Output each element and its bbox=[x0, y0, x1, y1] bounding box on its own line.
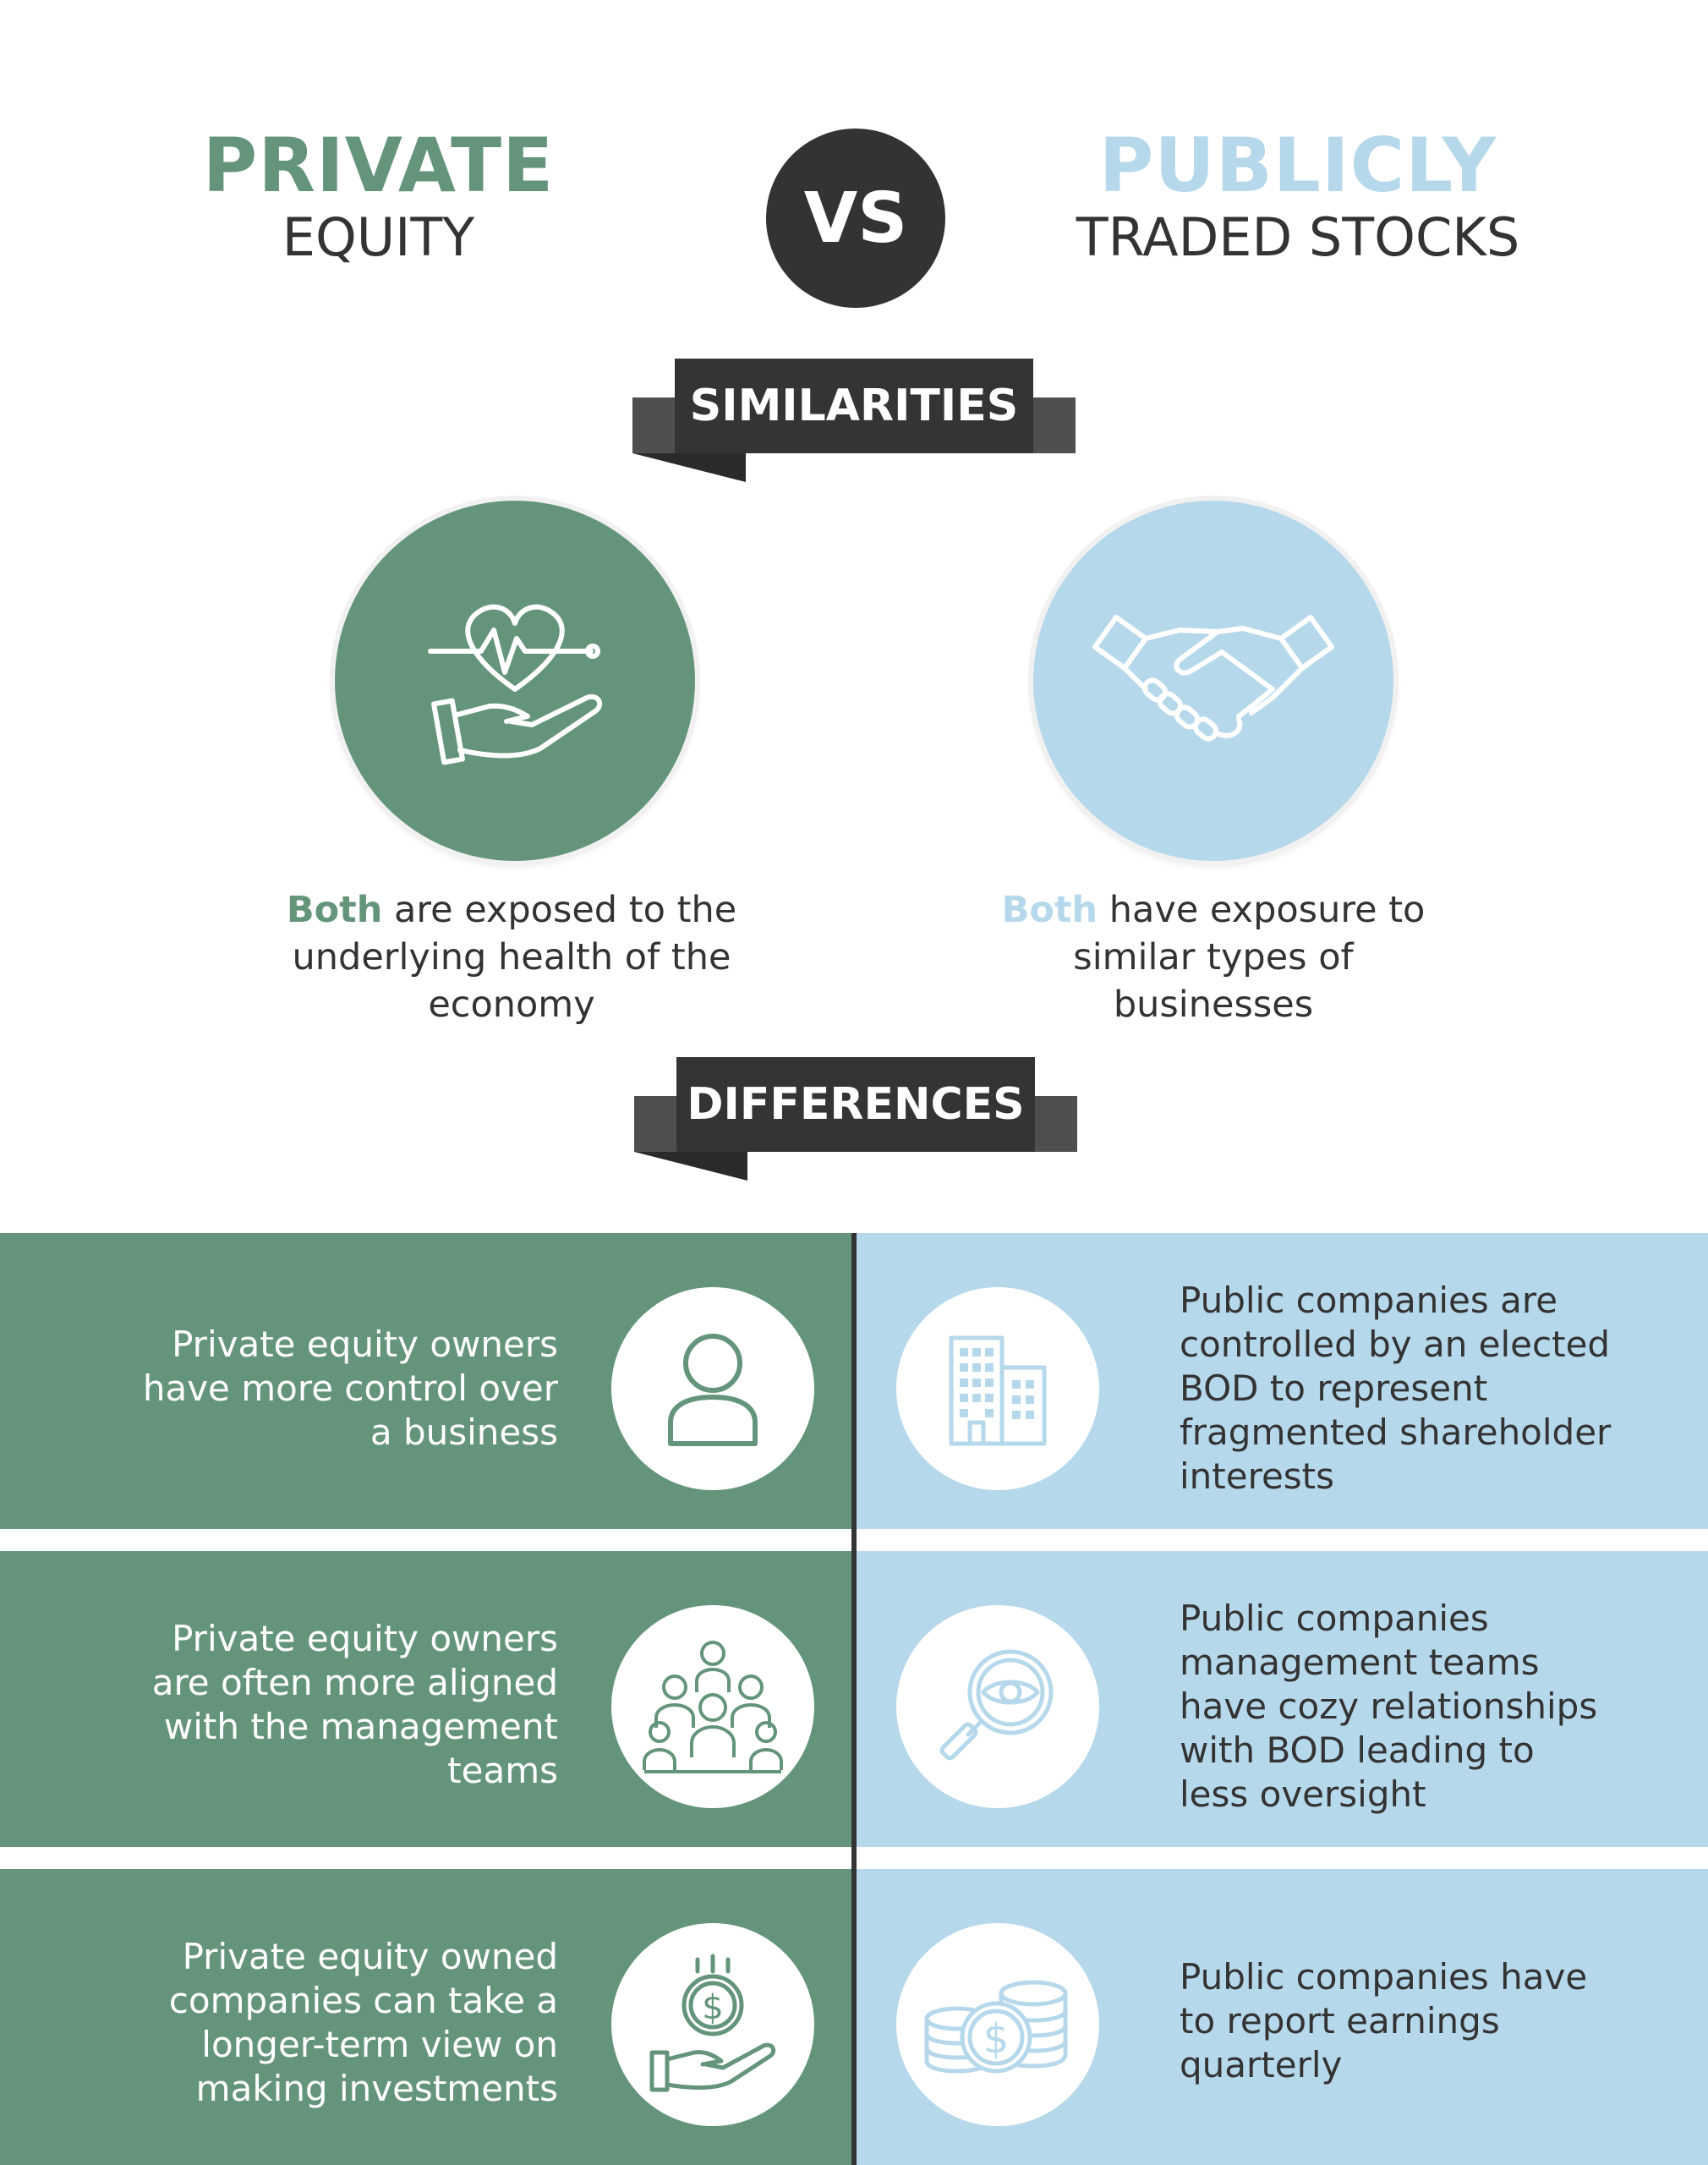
differences-banner: DIFFERENCES bbox=[634, 1057, 1077, 1181]
diff-line: with BOD leading to bbox=[1180, 1729, 1535, 1771]
diff-line: have more control over bbox=[142, 1368, 558, 1409]
similarity-line: underlying health of the bbox=[292, 936, 731, 978]
vs-badge: VS bbox=[766, 129, 945, 308]
heart-in-hand-icon bbox=[405, 571, 625, 791]
diff-line: BOD to represent bbox=[1180, 1368, 1488, 1409]
diff-line: teams bbox=[447, 1750, 558, 1791]
diff-line: Public companies are bbox=[1180, 1280, 1558, 1321]
public-diff-text-3: Public companies have to report earnings… bbox=[1180, 1955, 1687, 2087]
both-highlight: Both bbox=[1001, 889, 1098, 931]
buildings-icon bbox=[943, 1329, 1053, 1448]
diff-line: quarterly bbox=[1180, 2044, 1343, 2086]
svg-text:$: $ bbox=[702, 1988, 723, 2027]
private-diff-circle-1 bbox=[611, 1287, 814, 1490]
similarity-line: have exposure to bbox=[1098, 889, 1426, 931]
public-diff-circle-2 bbox=[896, 1605, 1099, 1808]
coins-icon: $ bbox=[922, 1970, 1074, 2080]
diff-line: Private equity owners bbox=[172, 1324, 558, 1365]
diff-line: fragmented shareholder bbox=[1180, 1411, 1612, 1453]
diff-line: Private equity owned bbox=[182, 1936, 558, 1977]
public-stocks-title: PUBLICLY TRADED STOCKS bbox=[1048, 129, 1547, 264]
similarity-line: economy bbox=[428, 984, 595, 1026]
handshake-icon bbox=[1078, 571, 1349, 791]
diff-line: making investments bbox=[195, 2068, 558, 2109]
diff-line: companies can take a bbox=[168, 1980, 558, 2021]
similarities-banner: SIMILARITIES bbox=[632, 359, 1076, 482]
diff-line: to report earnings bbox=[1180, 2000, 1500, 2042]
team-icon bbox=[641, 1635, 785, 1779]
magnifier-eye-icon bbox=[934, 1643, 1061, 1770]
diff-line: Public companies bbox=[1180, 1598, 1489, 1639]
similarity-line: businesses bbox=[1113, 984, 1314, 1026]
diff-line: less oversight bbox=[1180, 1773, 1426, 1815]
similarity-line: similar types of bbox=[1073, 936, 1354, 978]
differences-heading: DIFFERENCES bbox=[676, 1057, 1035, 1152]
diff-line: with the management bbox=[163, 1706, 558, 1747]
similarities-heading: SIMILARITIES bbox=[675, 359, 1033, 453]
diff-line: management teams bbox=[1180, 1642, 1540, 1683]
similarity-circle-business bbox=[1033, 501, 1393, 861]
diff-line: Public companies have bbox=[1180, 1956, 1588, 1998]
public-diff-text-1: Public companies are controlled by an el… bbox=[1180, 1279, 1687, 1499]
private-subtitle: EQUITY bbox=[282, 206, 475, 268]
private-title: PRIVATE bbox=[202, 122, 555, 209]
diff-line: Private equity owners bbox=[172, 1618, 558, 1659]
public-subtitle: TRADED STOCKS bbox=[1076, 206, 1520, 268]
public-diff-text-2: Public companies management teams have c… bbox=[1180, 1597, 1687, 1817]
diff-line: a business bbox=[370, 1411, 558, 1453]
private-diff-circle-3: $ bbox=[611, 1923, 814, 2126]
diff-line: are often more aligned bbox=[151, 1662, 558, 1703]
private-diff-circle-2 bbox=[611, 1605, 814, 1808]
public-title: PUBLICLY bbox=[1098, 122, 1497, 209]
diff-line: interests bbox=[1180, 1455, 1335, 1497]
person-icon bbox=[658, 1325, 768, 1452]
svg-text:$: $ bbox=[983, 2015, 1010, 2063]
center-divider bbox=[851, 1233, 857, 2165]
public-diff-circle-1 bbox=[896, 1287, 1099, 1490]
similarity-circle-health bbox=[335, 501, 695, 861]
both-highlight: Both bbox=[286, 889, 383, 931]
public-diff-circle-3: $ bbox=[896, 1923, 1099, 2126]
similarity-text-business: Both have exposure to similar types of b… bbox=[955, 886, 1471, 1028]
similarity-line: are exposed to the bbox=[382, 889, 737, 931]
similarity-text-health: Both are exposed to the underlying healt… bbox=[254, 886, 769, 1028]
diff-line: have cozy relationships bbox=[1180, 1685, 1598, 1727]
diff-line: longer-term view on bbox=[201, 2024, 558, 2065]
private-diff-text-1: Private equity owners have more control … bbox=[68, 1323, 558, 1455]
private-diff-text-3: Private equity owned companies can take … bbox=[68, 1935, 558, 2111]
private-diff-text-2: Private equity owners are often more ali… bbox=[68, 1617, 558, 1793]
diff-line: controlled by an elected bbox=[1180, 1324, 1611, 1365]
private-equity-title: PRIVATE EQUITY bbox=[161, 129, 596, 264]
money-in-hand-icon: $ bbox=[645, 1953, 780, 2096]
